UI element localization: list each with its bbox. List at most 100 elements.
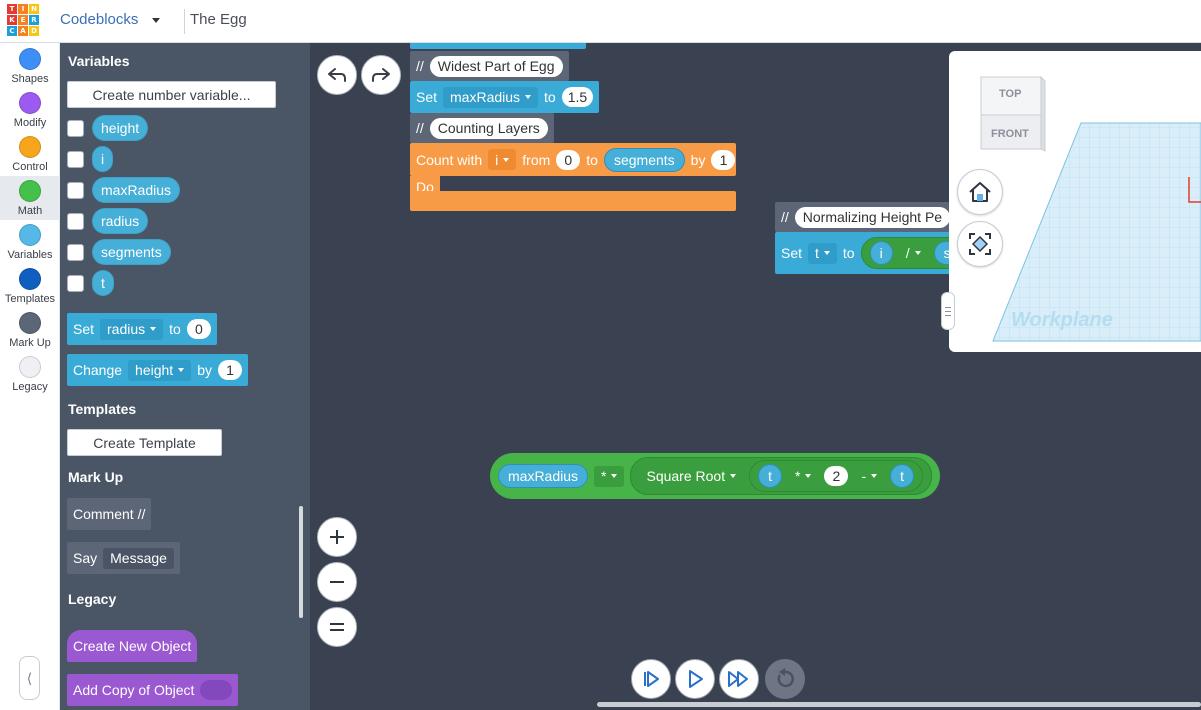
create-template-button[interactable]: Create Template [67, 429, 222, 456]
divide-operation[interactable]: i / s [860, 237, 970, 269]
say-block[interactable]: Say Message [67, 542, 180, 574]
step-icon [644, 671, 659, 687]
comment-text[interactable]: Widest Part of Egg [429, 55, 563, 77]
count-with-block[interactable]: Count with i from 0 to segments by 1 [410, 143, 736, 176]
zoom-in-button[interactable] [317, 517, 357, 557]
home-view-button[interactable] [957, 169, 1003, 215]
square-root-block[interactable]: Square Root t * 2 - t [630, 457, 932, 495]
variable-i[interactable]: i [869, 241, 893, 265]
category-markup[interactable]: Mark Up [0, 308, 60, 352]
chevron-down-icon [805, 474, 812, 478]
redo-icon [372, 68, 390, 82]
document-title[interactable]: The Egg [190, 11, 247, 28]
app-mode-dropdown[interactable]: Codeblocks [60, 11, 139, 28]
zoom-reset-button[interactable] [317, 607, 357, 647]
chevron-down-icon [871, 474, 878, 478]
category-legacy[interactable]: Legacy [0, 352, 60, 396]
plus-icon [330, 530, 344, 544]
variable-checkbox[interactable] [67, 212, 84, 230]
category-modify[interactable]: Modify [0, 88, 60, 132]
set-maxradius-block[interactable]: Set maxRadius to 1.5 [410, 81, 600, 113]
chevron-down-icon [503, 157, 510, 162]
variable-segments[interactable]: segments [92, 239, 171, 265]
function-dropdown[interactable]: Square Root [639, 465, 744, 487]
partial-block[interactable] [410, 43, 586, 49]
zoom-out-button[interactable] [317, 562, 357, 602]
variable-dropdown[interactable]: t [808, 242, 837, 264]
step-button[interactable] [631, 659, 671, 699]
comment-text[interactable]: Counting Layers [429, 117, 548, 139]
comment-block[interactable]: // Counting Layers [410, 113, 554, 143]
play-button[interactable] [675, 659, 715, 699]
number-field[interactable]: 2 [824, 466, 849, 486]
comment-block[interactable]: // Normalizing Height Pe [775, 202, 957, 232]
control-color-icon [19, 136, 41, 158]
variable-checkbox[interactable] [67, 274, 84, 292]
number-field[interactable]: 1 [711, 149, 736, 170]
canvas-horizontal-scrollbar[interactable] [597, 702, 1201, 707]
number-field[interactable]: 0 [186, 319, 211, 339]
chevron-down-icon [914, 251, 921, 255]
multiply-operation[interactable]: t * 2 - t [749, 460, 923, 492]
flyout-scrollbar[interactable] [299, 506, 303, 618]
viewer-resize-handle[interactable] [941, 292, 955, 330]
category-control[interactable]: Control [0, 132, 60, 176]
number-field[interactable]: 1 [218, 360, 242, 380]
fit-view-button[interactable] [957, 221, 1003, 267]
legacy-color-icon [19, 356, 41, 378]
home-icon [969, 182, 991, 202]
reset-button[interactable] [765, 659, 805, 699]
category-math[interactable]: Math [0, 176, 60, 220]
redo-button[interactable] [361, 55, 401, 95]
variable-segments[interactable]: segments [603, 147, 685, 172]
variable-dropdown[interactable]: i [488, 149, 517, 170]
operator-dropdown[interactable]: * [594, 465, 625, 487]
variable-dropdown[interactable]: radius [100, 318, 164, 340]
logo-letter: R [29, 15, 39, 25]
variable-dropdown[interactable]: maxRadius [443, 86, 539, 108]
operator-dropdown[interactable]: * [787, 465, 819, 487]
workplane-label: Workplane [1011, 309, 1113, 331]
set-variable-block[interactable]: Set radius to 0 [67, 313, 217, 345]
category-shapes[interactable]: Shapes [0, 44, 60, 88]
variable-t[interactable]: t [890, 464, 914, 488]
comment-block[interactable]: Comment // [67, 498, 152, 530]
collapse-panel-button[interactable]: ⟨ [19, 656, 40, 700]
operator-dropdown[interactable]: - [854, 465, 885, 487]
variable-i[interactable]: i [92, 146, 114, 172]
variable-t[interactable]: t [92, 270, 114, 296]
set-t-block[interactable]: Set t to i / s [775, 232, 976, 274]
variable-maxradius[interactable]: maxRadius [92, 177, 181, 203]
create-variable-button[interactable]: Create number variable... [67, 81, 276, 108]
variable-height[interactable]: height [92, 115, 149, 141]
undo-button[interactable] [317, 55, 357, 95]
operator-dropdown[interactable]: / [898, 242, 928, 264]
variable-checkbox[interactable] [67, 119, 84, 137]
number-field[interactable]: 0 [556, 149, 581, 170]
chevron-down-icon [150, 327, 157, 331]
category-templates[interactable]: Templates [0, 264, 60, 308]
comment-block[interactable]: // Widest Part of Egg [410, 51, 569, 81]
variable-maxradius[interactable]: maxRadius [498, 464, 589, 488]
variable-radius[interactable]: radius [92, 208, 149, 234]
message-field[interactable]: Message [103, 547, 174, 569]
view-cube[interactable] [975, 73, 1047, 155]
category-variables[interactable]: Variables [0, 220, 60, 264]
create-new-object-block[interactable]: Create New Object [67, 630, 198, 662]
variable-dropdown[interactable]: height [128, 359, 192, 381]
3d-viewer[interactable]: TOP FRONT Workplane [949, 51, 1201, 352]
variable-checkbox[interactable] [67, 181, 84, 199]
math-expression-block[interactable]: maxRadius * Square Root t * 2 - t [490, 453, 940, 499]
variable-checkbox[interactable] [67, 150, 84, 168]
fast-forward-button[interactable] [719, 659, 759, 699]
number-field[interactable]: 1.5 [561, 87, 594, 107]
add-copy-of-object-block[interactable]: Add Copy of Object [67, 674, 239, 706]
object-slot[interactable] [200, 680, 233, 700]
chevron-down-icon[interactable] [152, 18, 160, 23]
variable-checkbox[interactable] [67, 243, 84, 261]
variable-t[interactable]: t [758, 464, 782, 488]
math-color-icon [19, 180, 41, 202]
comment-text[interactable]: Normalizing Height Pe [794, 206, 951, 228]
change-variable-block[interactable]: Change height by 1 [67, 354, 248, 386]
